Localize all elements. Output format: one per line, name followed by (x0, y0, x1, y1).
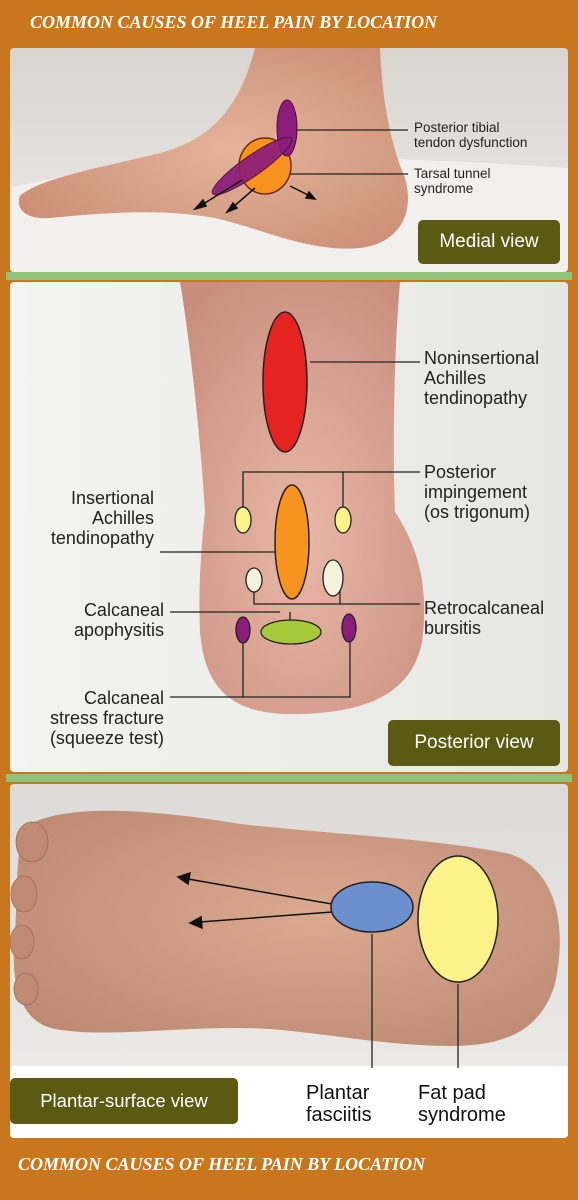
impingement-marker-right (334, 506, 352, 534)
apophysitis-marker (260, 619, 322, 645)
separator-2 (6, 774, 572, 782)
medial-view-badge: Medial view (418, 220, 560, 264)
posterior-view-badge: Posterior view (388, 720, 560, 766)
posterior-heel-illustration (10, 282, 568, 772)
separator-1 (6, 272, 572, 280)
top-banner-title: COMMON CAUSES OF HEEL PAIN BY LOCATION (30, 11, 438, 32)
plantar-foot-shape (13, 810, 560, 1046)
plantar-fasciitis-marker (330, 881, 414, 933)
plantar-view-badge: Plantar-surface view (10, 1078, 238, 1124)
fat-pad-marker (417, 855, 499, 983)
insertional-marker (274, 484, 310, 600)
plantar-foot-illustration (10, 784, 568, 1138)
bottom-banner: COMMON CAUSES OF HEEL PAIN BY LOCATION (0, 1142, 578, 1186)
posterior-tibial-marker-lower (211, 136, 293, 196)
retrocalcaneal-marker-right (322, 559, 344, 597)
impingement-marker-left (234, 506, 252, 534)
stress-fracture-marker-right (341, 613, 357, 643)
stress-fracture-marker-left (235, 616, 251, 644)
top-banner: COMMON CAUSES OF HEEL PAIN BY LOCATION (0, 0, 578, 44)
retrocalcaneal-marker-left (245, 567, 263, 593)
noninsertional-marker (262, 311, 308, 453)
bottom-banner-title: COMMON CAUSES OF HEEL PAIN BY LOCATION (18, 1153, 426, 1174)
